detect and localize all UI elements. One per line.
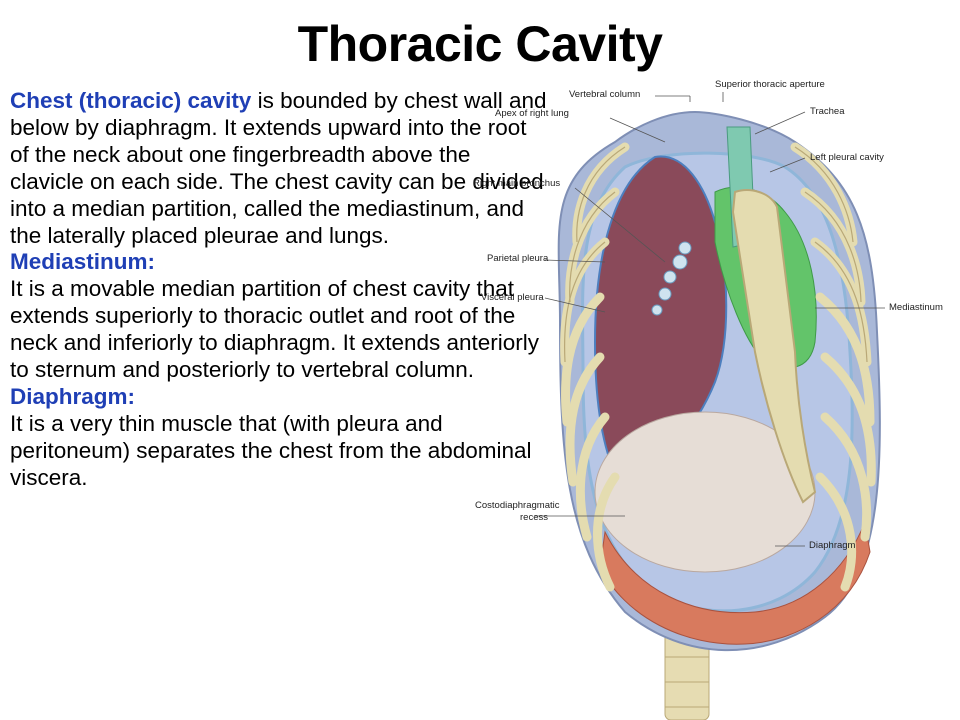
label-visceral-pleura: Visceral pleura (481, 292, 544, 303)
diaphragm-text: It is a very thin muscle that (with pleu… (10, 410, 532, 490)
label-right-main-bronchus: Right main bronchus (473, 178, 561, 189)
chest-text: is bounded by chest wall and below by di… (10, 88, 547, 248)
leader-lines (535, 92, 885, 547)
label-left-pleural-cavity: Left pleural cavity (810, 152, 884, 163)
diaphragm-heading: Diaphragm: (10, 383, 136, 409)
rib-edges (564, 146, 868, 363)
page-title: Thoracic Cavity (297, 16, 663, 72)
diaphragm-muscle (599, 520, 871, 645)
thoracic-cavity-figure: Vertebral column Superior thoracic apert… (465, 72, 960, 720)
label-costodiaphragmatic-recess-2: recess (520, 512, 548, 523)
label-apex-right-lung: Apex of right lung (495, 108, 569, 119)
label-mediastinum: Mediastinum (889, 302, 943, 313)
label-parietal-pleura: Parietal pleura (487, 253, 549, 264)
label-superior-thoracic-aperture: Superior thoracic aperture (715, 79, 825, 90)
label-trachea: Trachea (810, 106, 845, 117)
chest-paragraph: Chest (thoracic) cavity is bounded by ch… (10, 88, 550, 249)
mediastinum-heading: Mediastinum: (10, 249, 156, 275)
label-costodiaphragmatic-recess-1: Costodiaphragmatic (475, 500, 560, 511)
body-text: Chest (thoracic) cavity is bounded by ch… (10, 88, 550, 492)
label-diaphragm: Diaphragm (809, 540, 856, 551)
label-vertebral-column: Vertebral column (569, 89, 641, 100)
bronchi (651, 241, 692, 316)
thoracic-illustration (535, 92, 885, 720)
mediastinum-text: It is a movable median partition of ches… (10, 276, 540, 383)
sternum (731, 189, 817, 504)
chest-keyword: Chest (thoracic) cavity (10, 88, 252, 113)
